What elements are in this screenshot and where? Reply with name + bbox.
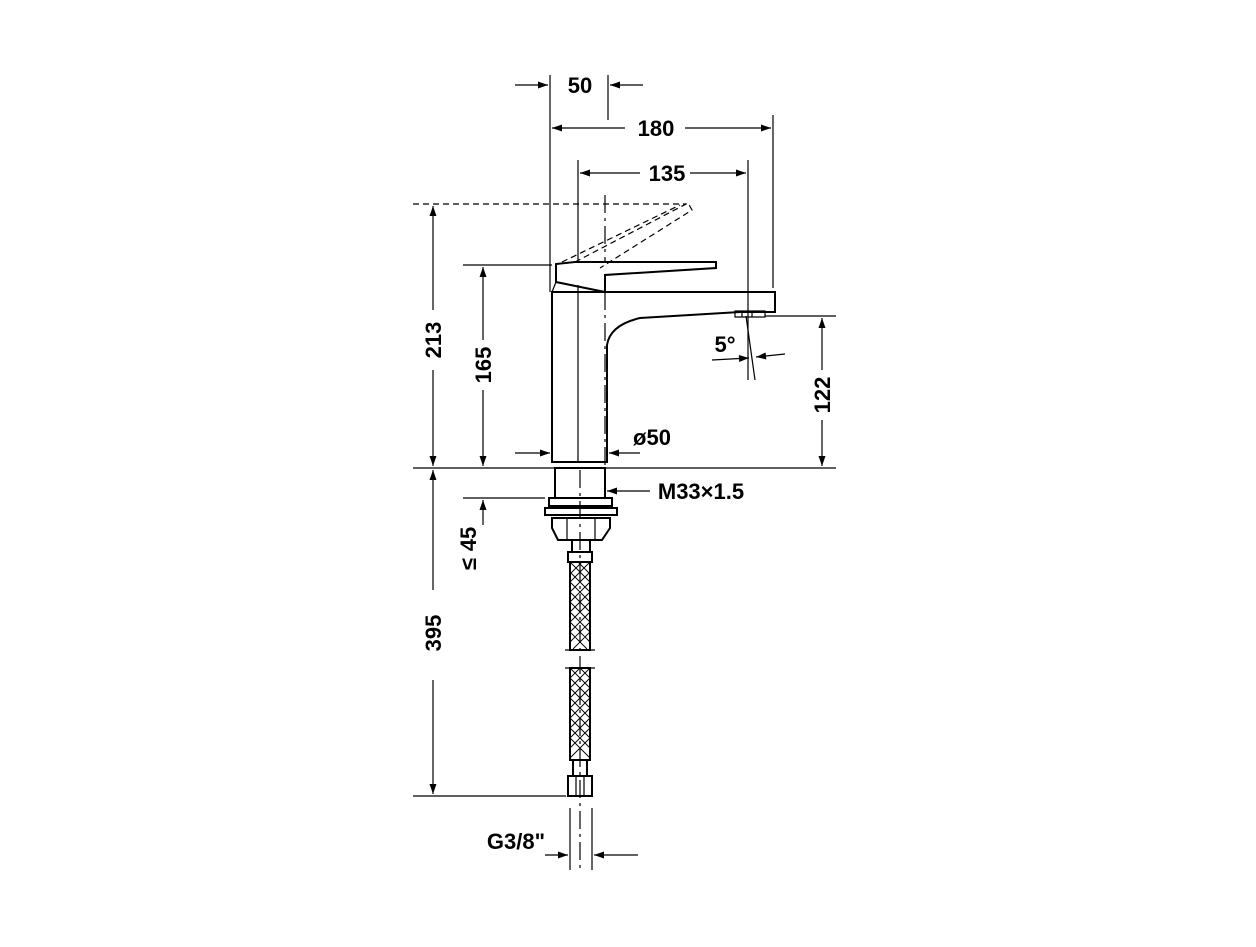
dim-213: 213: [421, 322, 446, 359]
lever-raised-position: [561, 202, 693, 269]
dim-deck-le-symbol: ≤: [456, 558, 481, 570]
faucet-outline: [551, 261, 776, 463]
hose-connector: [567, 759, 593, 797]
dimension-lines: [413, 75, 836, 870]
dim-angle-5: 5°: [714, 332, 735, 357]
centerlines: [413, 195, 686, 870]
dim-122: 122: [810, 377, 835, 414]
dim-deck-45: 45: [456, 527, 481, 551]
threaded-shank: [544, 467, 618, 563]
dim-165: 165: [471, 347, 496, 384]
dimension-labels: 50 180 135 213 165 122 5° ø50 M33×1.5 45…: [421, 73, 835, 854]
dim-180: 180: [638, 116, 675, 141]
dim-135: 135: [649, 161, 686, 186]
dim-hose-connection: G3/8": [487, 829, 545, 854]
dim-395: 395: [421, 615, 446, 652]
dim-thread: M33×1.5: [658, 479, 744, 504]
dim-diameter-50: ø50: [633, 425, 671, 450]
dim-50-top: 50: [568, 73, 592, 98]
